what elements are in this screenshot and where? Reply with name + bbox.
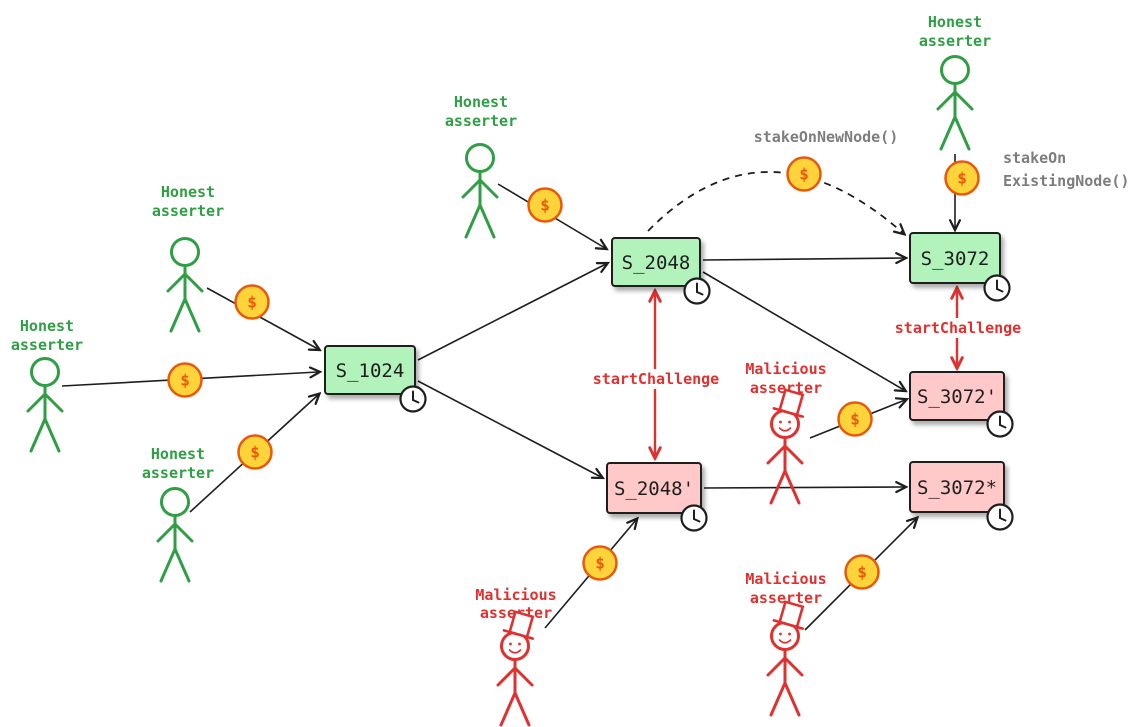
node-label: S_3072': [917, 386, 997, 408]
malicious-asserter-icon: [498, 610, 539, 725]
stake-coin-stake-on-new-node: [786, 156, 822, 192]
node-s3072: S_3072: [909, 232, 1001, 284]
node-box: [909, 461, 1005, 513]
clock-icon-s1024: [399, 385, 427, 413]
stake-coin-malicious-bottommid: [582, 545, 618, 581]
node-s1024: S_1024: [324, 345, 416, 395]
stake-on-existing-node-label-line2: ExistingNode(): [1003, 172, 1129, 190]
actors: Honest asserter Honest asserter Honest a…: [11, 13, 991, 725]
edge-s1024-to-s2048: [417, 264, 606, 361]
stake-coin-honest-farleft: [167, 362, 203, 398]
stake-coin-malicious-midright: [837, 401, 873, 437]
malicious-asserter-icon: [768, 600, 809, 715]
node-label: S_3072*: [917, 477, 997, 499]
node-label: S_2048: [622, 252, 691, 274]
actor-label: Honest: [161, 183, 215, 201]
edge-s2048-to-s3072: [702, 258, 904, 260]
node-box: [611, 237, 701, 287]
malicious-asserter-icon: [768, 388, 809, 503]
stake-coin-honest-topmid: [527, 187, 563, 223]
node-box: [909, 232, 1001, 284]
honest-asserter-icon: [156, 487, 194, 583]
honest-asserter-icon: [26, 357, 64, 453]
node-label: S_2048': [614, 478, 694, 500]
label-background: [894, 318, 1022, 338]
clock-icon-s3072-star: [986, 503, 1014, 531]
node-s2048: S_2048: [611, 237, 701, 287]
actor-honest-topleft: Honest asserter: [152, 183, 224, 333]
actor-label: asserter: [750, 589, 822, 607]
clock-icon-s2048: [683, 277, 711, 305]
actor-label: asserter: [152, 202, 224, 220]
edge-stake-on-new-node-dashed: [647, 171, 903, 233]
actor-honest-lowerleft: Honest asserter: [142, 445, 214, 583]
node-label: S_1024: [336, 360, 405, 382]
honest-asserter-icon: [166, 237, 204, 333]
node-edges: [417, 171, 904, 488]
actor-malicious-midright: Malicious asserter: [745, 360, 827, 503]
edge-s2048-prime-to-s3072-star: [703, 487, 904, 488]
node-box: [606, 462, 702, 514]
actor-label: Honest: [20, 317, 74, 335]
honest-asserter-icon: [461, 143, 499, 239]
stake-on-new-node-label: stakeOnNewNode(): [754, 128, 899, 146]
node-s3072-prime: S_3072': [909, 371, 1005, 421]
stake-coin-honest-topright: [944, 160, 980, 196]
actor-label: asserter: [142, 464, 214, 482]
actor-label: asserter: [445, 112, 517, 130]
nodes: S_1024 S_2048 S_2048' S_3072 S_3072' S_3…: [324, 232, 1005, 514]
node-label: S_3072: [921, 248, 990, 270]
actor-label: Honest: [454, 93, 508, 111]
actor-honest-farleft: Honest asserter: [11, 317, 83, 453]
actor-label: Honest: [928, 13, 982, 31]
actor-label: Malicious: [475, 586, 556, 604]
edge-labels: stakeOnNewNode() stakeOn ExistingNode() …: [592, 128, 1129, 389]
clock-icon-s3072-prime: [986, 410, 1014, 438]
actor-honest-topmid: Honest asserter: [445, 93, 517, 239]
actor-malicious-bottomright: Malicious asserter: [745, 570, 827, 715]
actor-label: asserter: [11, 336, 83, 354]
actor-label: asserter: [919, 32, 991, 50]
node-box: [909, 371, 1005, 421]
start-challenge-label-s3072: startChallenge: [895, 319, 1021, 337]
actor-label: Honest: [151, 445, 205, 463]
start-challenge-label-s2048: startChallenge: [593, 370, 719, 388]
edge-honest-topleft-to-s1024: [206, 287, 318, 349]
actor-honest-topright: Honest asserter: [919, 13, 991, 151]
actor-label: Malicious: [745, 570, 826, 588]
label-background: [592, 369, 720, 389]
actor-malicious-bottommid: Malicious asserter: [475, 586, 557, 725]
stake-coin-malicious-bottomright: [844, 554, 880, 590]
node-box: [324, 345, 416, 395]
edge-s2048-to-s3072-prime: [702, 271, 904, 390]
stake-coin-honest-lowerleft: [237, 434, 273, 470]
node-s3072-star: S_3072*: [909, 461, 1005, 513]
stake-coin-honest-topleft: [234, 284, 270, 320]
clock-icon-s2048-prime: [680, 504, 708, 532]
clock-icon-s3072: [983, 274, 1011, 302]
honest-asserter-icon: [936, 55, 974, 151]
actor-label: asserter: [750, 379, 822, 397]
actor-label: Malicious: [745, 360, 826, 378]
edge-s1024-to-s2048-prime: [417, 380, 601, 477]
node-s2048-prime: S_2048': [606, 462, 702, 514]
stake-on-existing-node-label-line1: stakeOn: [1003, 149, 1066, 167]
